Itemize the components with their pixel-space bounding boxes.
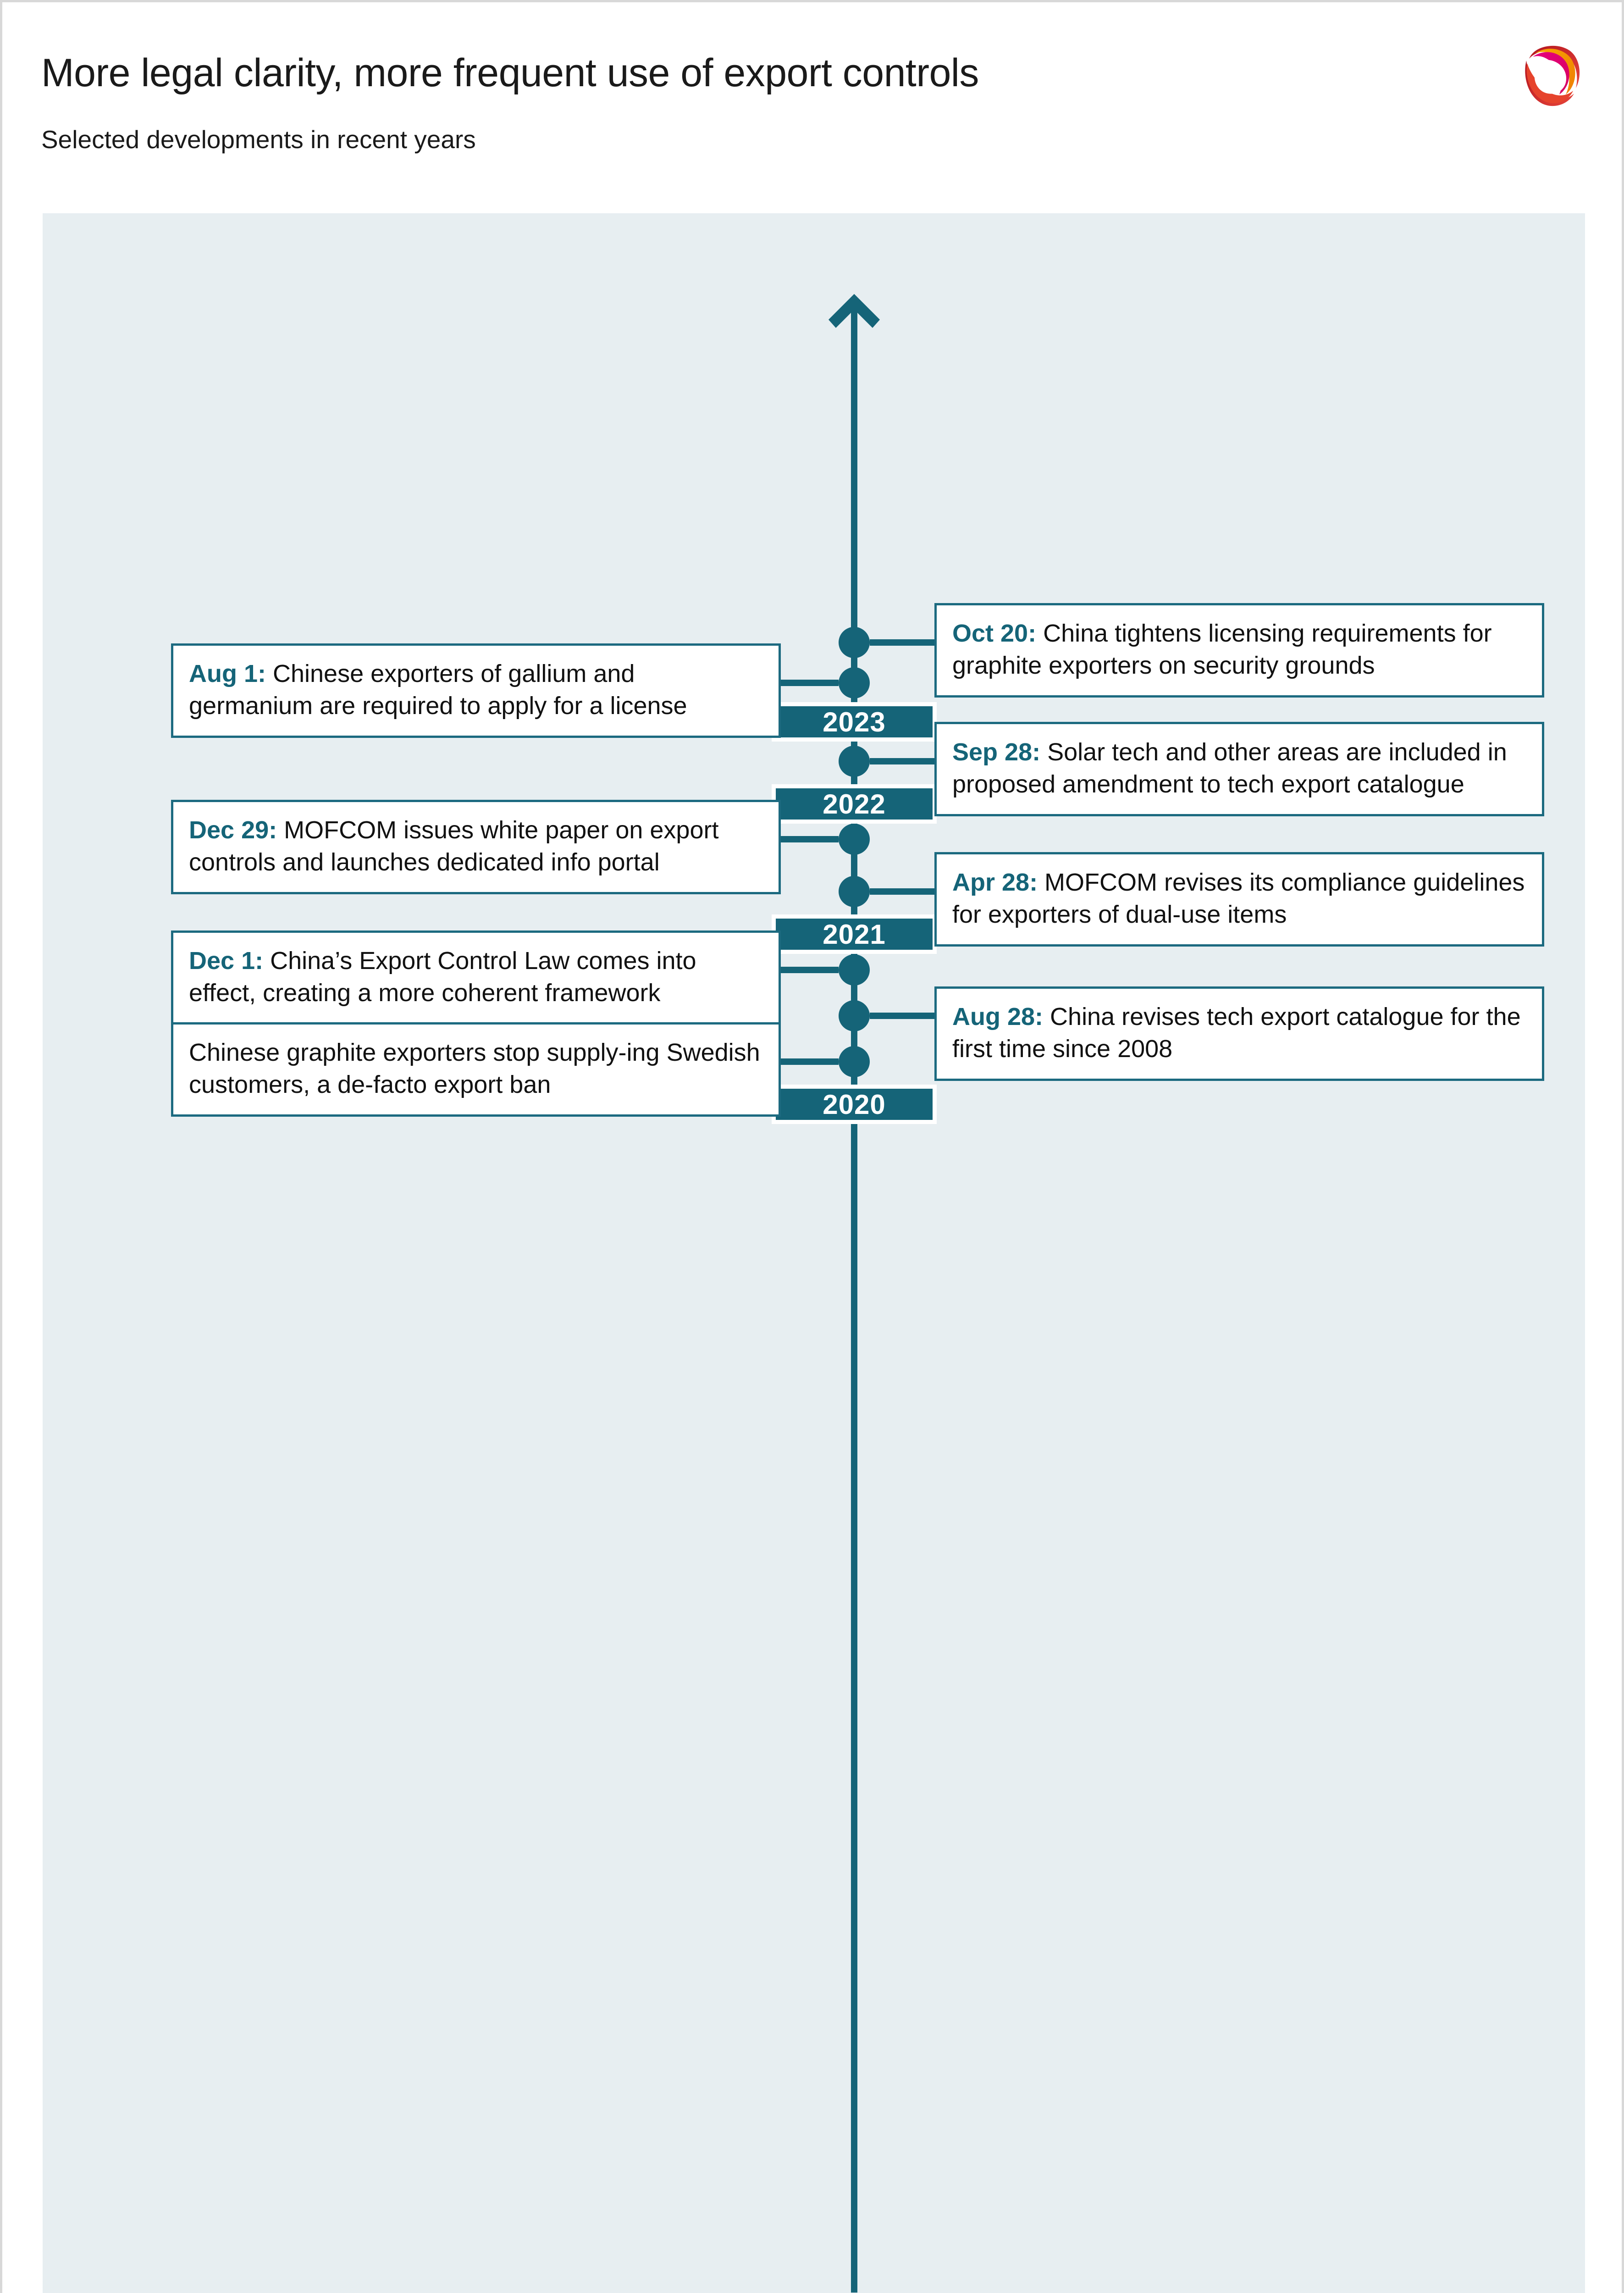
timeline-dot [839,627,870,658]
timeline-axis-dashed-tail [851,2280,857,2293]
connector-line [781,1058,839,1065]
year-badge-2020: 2020 [772,1085,937,1124]
connector-line [781,967,839,973]
page-title: More legal clarity, more frequent use of… [41,51,979,95]
timeline-dot [839,824,870,855]
event-box-dec-1-export-control-law: Dec 1: China’s Export Control Law comes … [171,930,781,1025]
event-box-oct-20-graphite: Oct 20: China tightens licensing require… [934,603,1544,698]
timeline-panel: 2023 2022 2021 2020 Oct 20: China tightens … [43,213,1585,2293]
connector-line [781,680,839,686]
event-text: MOFCOM issues white paper on export cont… [189,816,719,876]
event-date: Dec 1: [189,947,264,975]
event-date: Apr 28: [952,869,1038,896]
event-text: Chinese graphite exporters stop supply-i… [189,1039,760,1099]
event-box-apr-28-mofcom-compliance: Apr 28: MOFCOM revises its compliance gu… [934,852,1544,947]
timeline-dot [839,746,870,777]
connector-line [870,758,934,764]
event-date: Oct 20: [952,620,1037,647]
event-box-graphite-sweden-ban: Chinese graphite exporters stop supply-i… [171,1022,781,1117]
year-badge-2023: 2023 [772,702,937,742]
connector-line [870,1013,934,1019]
event-text: China revises tech export catalogue for … [952,1003,1521,1063]
merics-logo [1515,37,1589,112]
event-text: Solar tech and other areas are included … [952,738,1507,798]
timeline-dot [839,954,870,986]
timeline-dot [839,1000,870,1031]
connector-line [870,639,934,646]
page-subtitle: Selected developments in recent years [41,125,476,154]
event-text: China tightens licensing requirements fo… [952,620,1492,680]
event-date: Sep 28: [952,738,1041,766]
event-box-dec-29-mofcom-white-paper: Dec 29: MOFCOM issues white paper on exp… [171,800,781,895]
year-badge-2021: 2021 [772,914,937,954]
event-text: China’s Export Control Law comes into ef… [189,947,696,1007]
event-text: Chinese exporters of gallium and germani… [189,660,687,720]
connector-line [781,836,839,842]
timeline-arrow-up-icon [822,291,886,342]
event-text: MOFCOM revises its compliance guidelines… [952,869,1525,929]
event-date: Dec 29: [189,816,277,844]
event-date: Aug 1: [189,660,266,687]
event-box-sep-28-solar-tech: Sep 28: Solar tech and other areas are i… [934,722,1544,817]
timeline-dot [839,876,870,907]
event-date: Aug 28: [952,1003,1044,1030]
timeline-dot [839,667,870,698]
event-box-aug-1-gallium-germanium: Aug 1: Chinese exporters of gallium and … [171,643,781,738]
year-badge-2022: 2022 [772,784,937,824]
timeline-axis [851,303,857,2280]
event-box-aug-28-tech-export-catalogue: Aug 28: China revises tech export catalo… [934,986,1544,1081]
timeline-dot [839,1046,870,1077]
connector-line [870,888,934,895]
